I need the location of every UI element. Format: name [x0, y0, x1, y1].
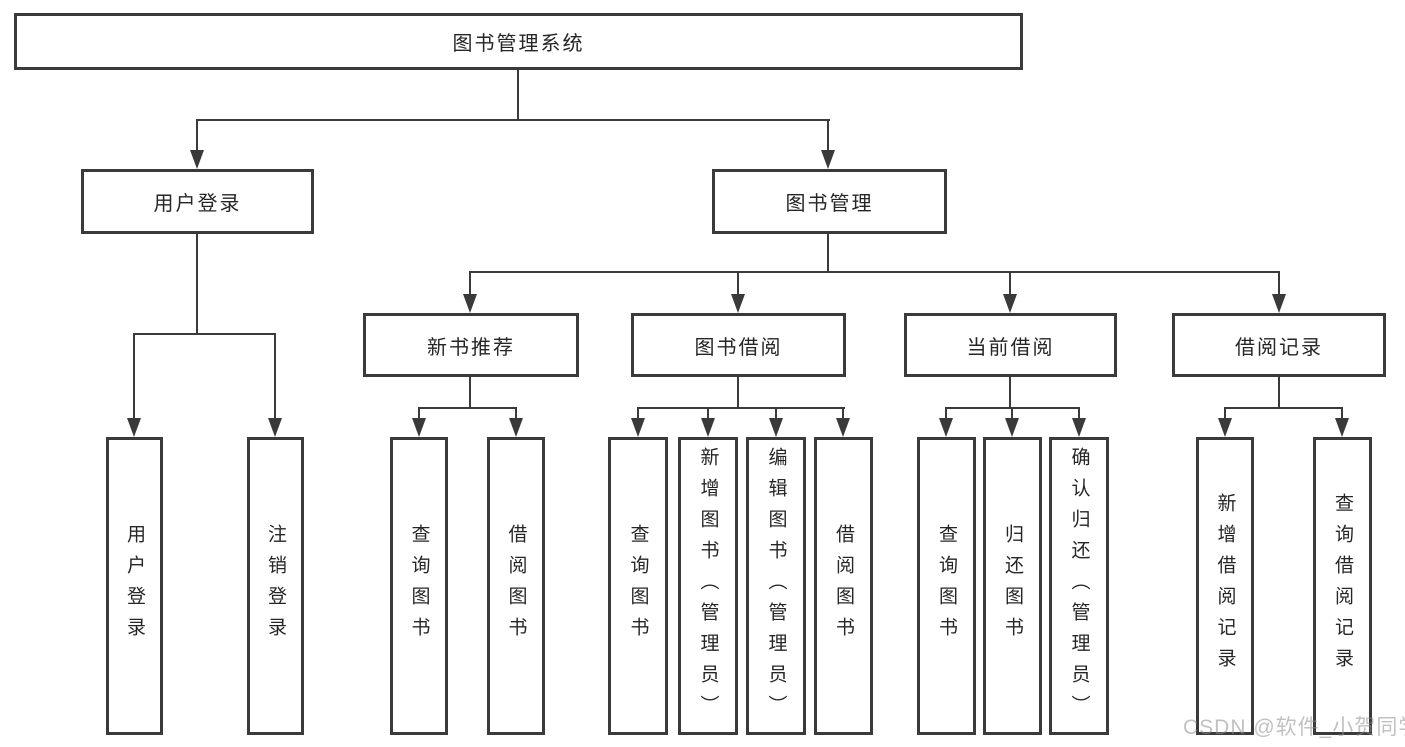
- node-book-borrow: 图书借阅: [631, 313, 846, 377]
- connector-stub: [418, 407, 420, 419]
- connector-user-login-drop: [196, 119, 198, 151]
- connector-stub: [1341, 407, 1343, 419]
- node-leaf-nb-borrow: 借阅图书: [487, 437, 545, 735]
- arrow-down-icon: [412, 418, 426, 437]
- arrow-down-icon: [1335, 418, 1349, 437]
- connector-borrow-record-rail: [1224, 407, 1343, 409]
- connector-stub: [515, 407, 517, 419]
- node-leaf-nb-query: 查询图书: [390, 437, 448, 735]
- connector-book-mgmt-down: [827, 234, 829, 273]
- connector-new-book-rec-down: [469, 377, 471, 409]
- connector-borrow-record-drop: [1278, 271, 1280, 295]
- node-leaf-br-query: 查询借阅记录: [1313, 437, 1372, 735]
- arrow-down-icon: [836, 418, 850, 437]
- connector-leaf-user-login-drop: [133, 333, 135, 419]
- node-leaf-logout: 注销登录: [247, 437, 304, 735]
- arrow-down-icon: [769, 418, 783, 437]
- arrow-down-icon: [463, 294, 477, 313]
- csdn-watermark: CSDN @软件_小贺同学: [1183, 716, 1405, 739]
- arrow-down-icon: [731, 294, 745, 313]
- connector-user-login-rail: [134, 333, 276, 335]
- node-borrow-record: 借阅记录: [1172, 313, 1386, 377]
- arrow-down-icon: [1272, 294, 1286, 313]
- node-leaf-cb-confirm: 确认归还（管理员）: [1049, 437, 1109, 735]
- arrow-down-icon: [1005, 418, 1019, 437]
- connector-stub: [842, 407, 844, 419]
- node-root: 图书管理系统: [14, 13, 1023, 70]
- connector-stub: [775, 407, 777, 419]
- connector-root-down: [517, 69, 519, 121]
- connector-leaf-logout-drop: [274, 333, 276, 419]
- node-leaf-user-login: 用户登录: [106, 437, 163, 735]
- connector-stub: [1011, 407, 1013, 419]
- connector-stub: [707, 407, 709, 419]
- connector-stub: [1078, 407, 1080, 419]
- node-leaf-bb-borrow: 借阅图书: [814, 437, 873, 735]
- connector-new-book-rec-drop: [469, 271, 471, 295]
- connector-book-mgmt-drop: [827, 119, 829, 151]
- connector-borrow-record-down: [1278, 377, 1280, 409]
- arrow-down-icon: [1218, 418, 1232, 437]
- connector-stub: [945, 407, 947, 419]
- node-leaf-cb-query: 查询图书: [917, 437, 976, 735]
- node-leaf-bb-add: 新增图书（管理员）: [678, 437, 738, 735]
- connector-level3-rail: [469, 271, 1280, 273]
- connector-stub: [1224, 407, 1226, 419]
- node-current-borrow: 当前借阅: [904, 313, 1117, 377]
- arrow-down-icon: [701, 418, 715, 437]
- arrow-down-icon: [1072, 418, 1086, 437]
- connector-user-login-down: [196, 234, 198, 334]
- node-leaf-br-add: 新增借阅记录: [1196, 437, 1254, 735]
- arrow-down-icon: [1003, 294, 1017, 313]
- arrow-down-icon: [631, 418, 645, 437]
- arrow-down-icon: [821, 150, 835, 169]
- node-leaf-bb-query: 查询图书: [608, 437, 668, 735]
- connector-stub: [637, 407, 639, 419]
- node-user-login: 用户登录: [81, 169, 314, 234]
- node-leaf-bb-edit: 编辑图书（管理员）: [746, 437, 806, 735]
- connector-book-borrow-down: [737, 377, 739, 409]
- connector-book-borrow-drop: [737, 271, 739, 295]
- node-leaf-cb-return: 归还图书: [983, 437, 1042, 735]
- connector-new-book-rec-rail: [418, 407, 517, 409]
- node-book-mgmt: 图书管理: [712, 169, 947, 234]
- node-new-book-rec: 新书推荐: [363, 313, 579, 377]
- connector-current-borrow-down: [1009, 377, 1011, 409]
- connector-current-borrow-drop: [1009, 271, 1011, 295]
- connector-book-borrow-rail: [637, 407, 845, 409]
- arrow-down-icon: [509, 418, 523, 437]
- connector-level2-rail: [196, 119, 830, 121]
- arrow-down-icon: [268, 418, 282, 437]
- arrow-down-icon: [939, 418, 953, 437]
- arrow-down-icon: [127, 418, 141, 437]
- arrow-down-icon: [190, 150, 204, 169]
